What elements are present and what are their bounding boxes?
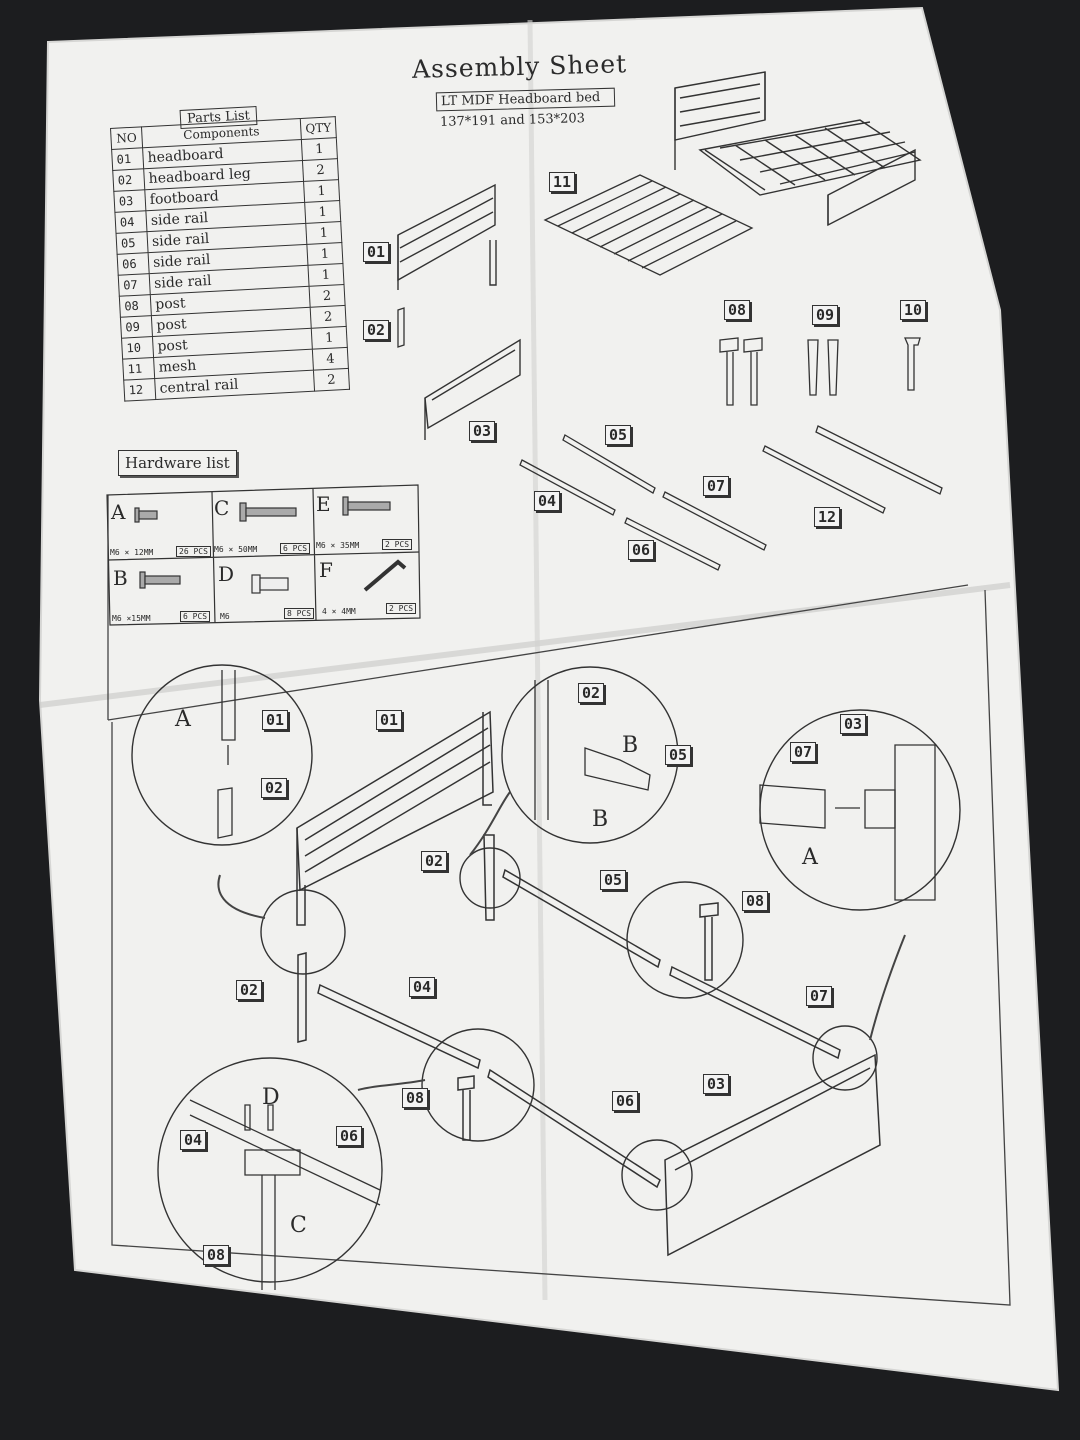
assembled-bed-drawing [674, 71, 922, 227]
part-no: 04 [114, 210, 147, 234]
part-qty: 1 [307, 263, 345, 287]
part-label-03: 03 [840, 714, 867, 734]
part-label-07: 07 [790, 742, 817, 762]
part-no: 03 [113, 189, 146, 213]
part-no: 02 [112, 168, 145, 192]
part-label-04: 04 [534, 491, 561, 511]
part-label-02: 02 [363, 320, 390, 340]
part-no: 01 [111, 147, 144, 171]
part-label-04: 04 [180, 1130, 207, 1150]
paper-sheet [40, 8, 1058, 1390]
part-qty: 1 [301, 137, 338, 161]
part-no: 12 [123, 378, 156, 402]
part-qty: 2 [313, 368, 350, 392]
footboard-drawing [424, 338, 521, 440]
header-qty: QTY [300, 116, 337, 140]
part-no: 08 [119, 294, 152, 318]
side-rails-drawing [519, 425, 943, 571]
part-label-10: 10 [900, 300, 927, 320]
part-label-11: 11 [549, 172, 576, 192]
part-no: 07 [118, 273, 151, 297]
part-qty: 1 [303, 179, 340, 203]
hardware-letter: D [218, 562, 235, 586]
hardware-list-title: Hardware list [118, 450, 237, 476]
hardware-spec: M6 [220, 612, 230, 621]
hardware-qty: 6 PCS [280, 543, 311, 554]
part-label-08: 08 [742, 891, 769, 911]
part-no: 06 [117, 252, 150, 276]
part-label-08: 08 [402, 1088, 429, 1108]
part-no: 10 [121, 336, 154, 360]
part-label-01: 01 [363, 242, 390, 262]
part-label-02: 02 [578, 683, 605, 703]
header-no: NO [110, 126, 143, 150]
part-qty: 2 [310, 305, 347, 329]
hardware-spec: M6 × 35MM [316, 541, 360, 550]
part-label-01: 01 [376, 710, 403, 730]
part-no: 05 [116, 231, 149, 255]
part-label-04: 04 [409, 977, 436, 997]
part-label-02: 02 [421, 851, 448, 871]
bed-frame-assembly-drawing [317, 868, 881, 1257]
part-label-06: 06 [628, 540, 655, 560]
hardware-letter: B [113, 566, 128, 590]
headboard-drawing [397, 183, 497, 290]
part-qty: 1 [305, 221, 342, 245]
part-label-06: 06 [612, 1091, 639, 1111]
sheet-title: Assembly Sheet [411, 49, 628, 84]
hardware-callout-b: B [592, 807, 609, 832]
hardware-qty: 26 PCS [176, 546, 211, 557]
part-label-12: 12 [814, 507, 841, 527]
part-label-08: 08 [724, 300, 751, 320]
part-qty: 1 [311, 326, 348, 350]
hardware-spec: 4 × 4MM [322, 607, 356, 616]
part-qty: 2 [302, 158, 339, 182]
hardware-qty: 8 PCS [284, 608, 315, 619]
hardware-spec: M6 × 50MM [214, 545, 258, 554]
posts-drawing [719, 337, 921, 406]
part-label-06: 06 [336, 1126, 363, 1146]
hardware-qty: 2 PCS [382, 539, 413, 550]
hardware-spec: M6 ×15MM [112, 614, 151, 623]
part-label-07: 07 [703, 476, 730, 496]
hardware-callout-d: D [262, 1085, 280, 1110]
hardware-qty: 2 PCS [386, 603, 417, 614]
mesh-slats-drawing [543, 174, 754, 276]
part-label-03: 03 [469, 421, 496, 441]
part-label-02: 02 [261, 778, 288, 798]
hardware-letter: F [319, 558, 333, 582]
hardware-callout-b: B [622, 733, 639, 758]
hardware-letter: C [214, 496, 230, 520]
part-label-01: 01 [262, 710, 289, 730]
hardware-spec: M6 × 12MM [110, 548, 154, 557]
part-qty: 1 [304, 200, 341, 224]
hardware-qty: 6 PCS [180, 611, 211, 622]
part-label-07: 07 [806, 986, 833, 1006]
hardware-callout-c: C [290, 1213, 307, 1238]
hardware-callout-a: A [802, 845, 818, 870]
part-label-09: 09 [812, 305, 839, 325]
part-no: 11 [122, 357, 155, 381]
hardware-callout-a: A [175, 707, 191, 732]
hardware-letter: E [316, 492, 331, 516]
part-label-03: 03 [703, 1074, 730, 1094]
part-label-05: 05 [665, 745, 692, 765]
headboard-assembly-drawing [296, 710, 495, 1043]
hardware-letter: A [111, 500, 126, 524]
part-no: 09 [120, 315, 153, 339]
part-label-05: 05 [605, 425, 632, 445]
part-qty: 4 [312, 347, 349, 371]
part-label-08: 08 [203, 1245, 230, 1265]
part-label-05: 05 [600, 870, 627, 890]
part-label-02: 02 [236, 980, 263, 1000]
part-qty: 1 [306, 242, 343, 266]
part-qty: 2 [309, 284, 346, 308]
